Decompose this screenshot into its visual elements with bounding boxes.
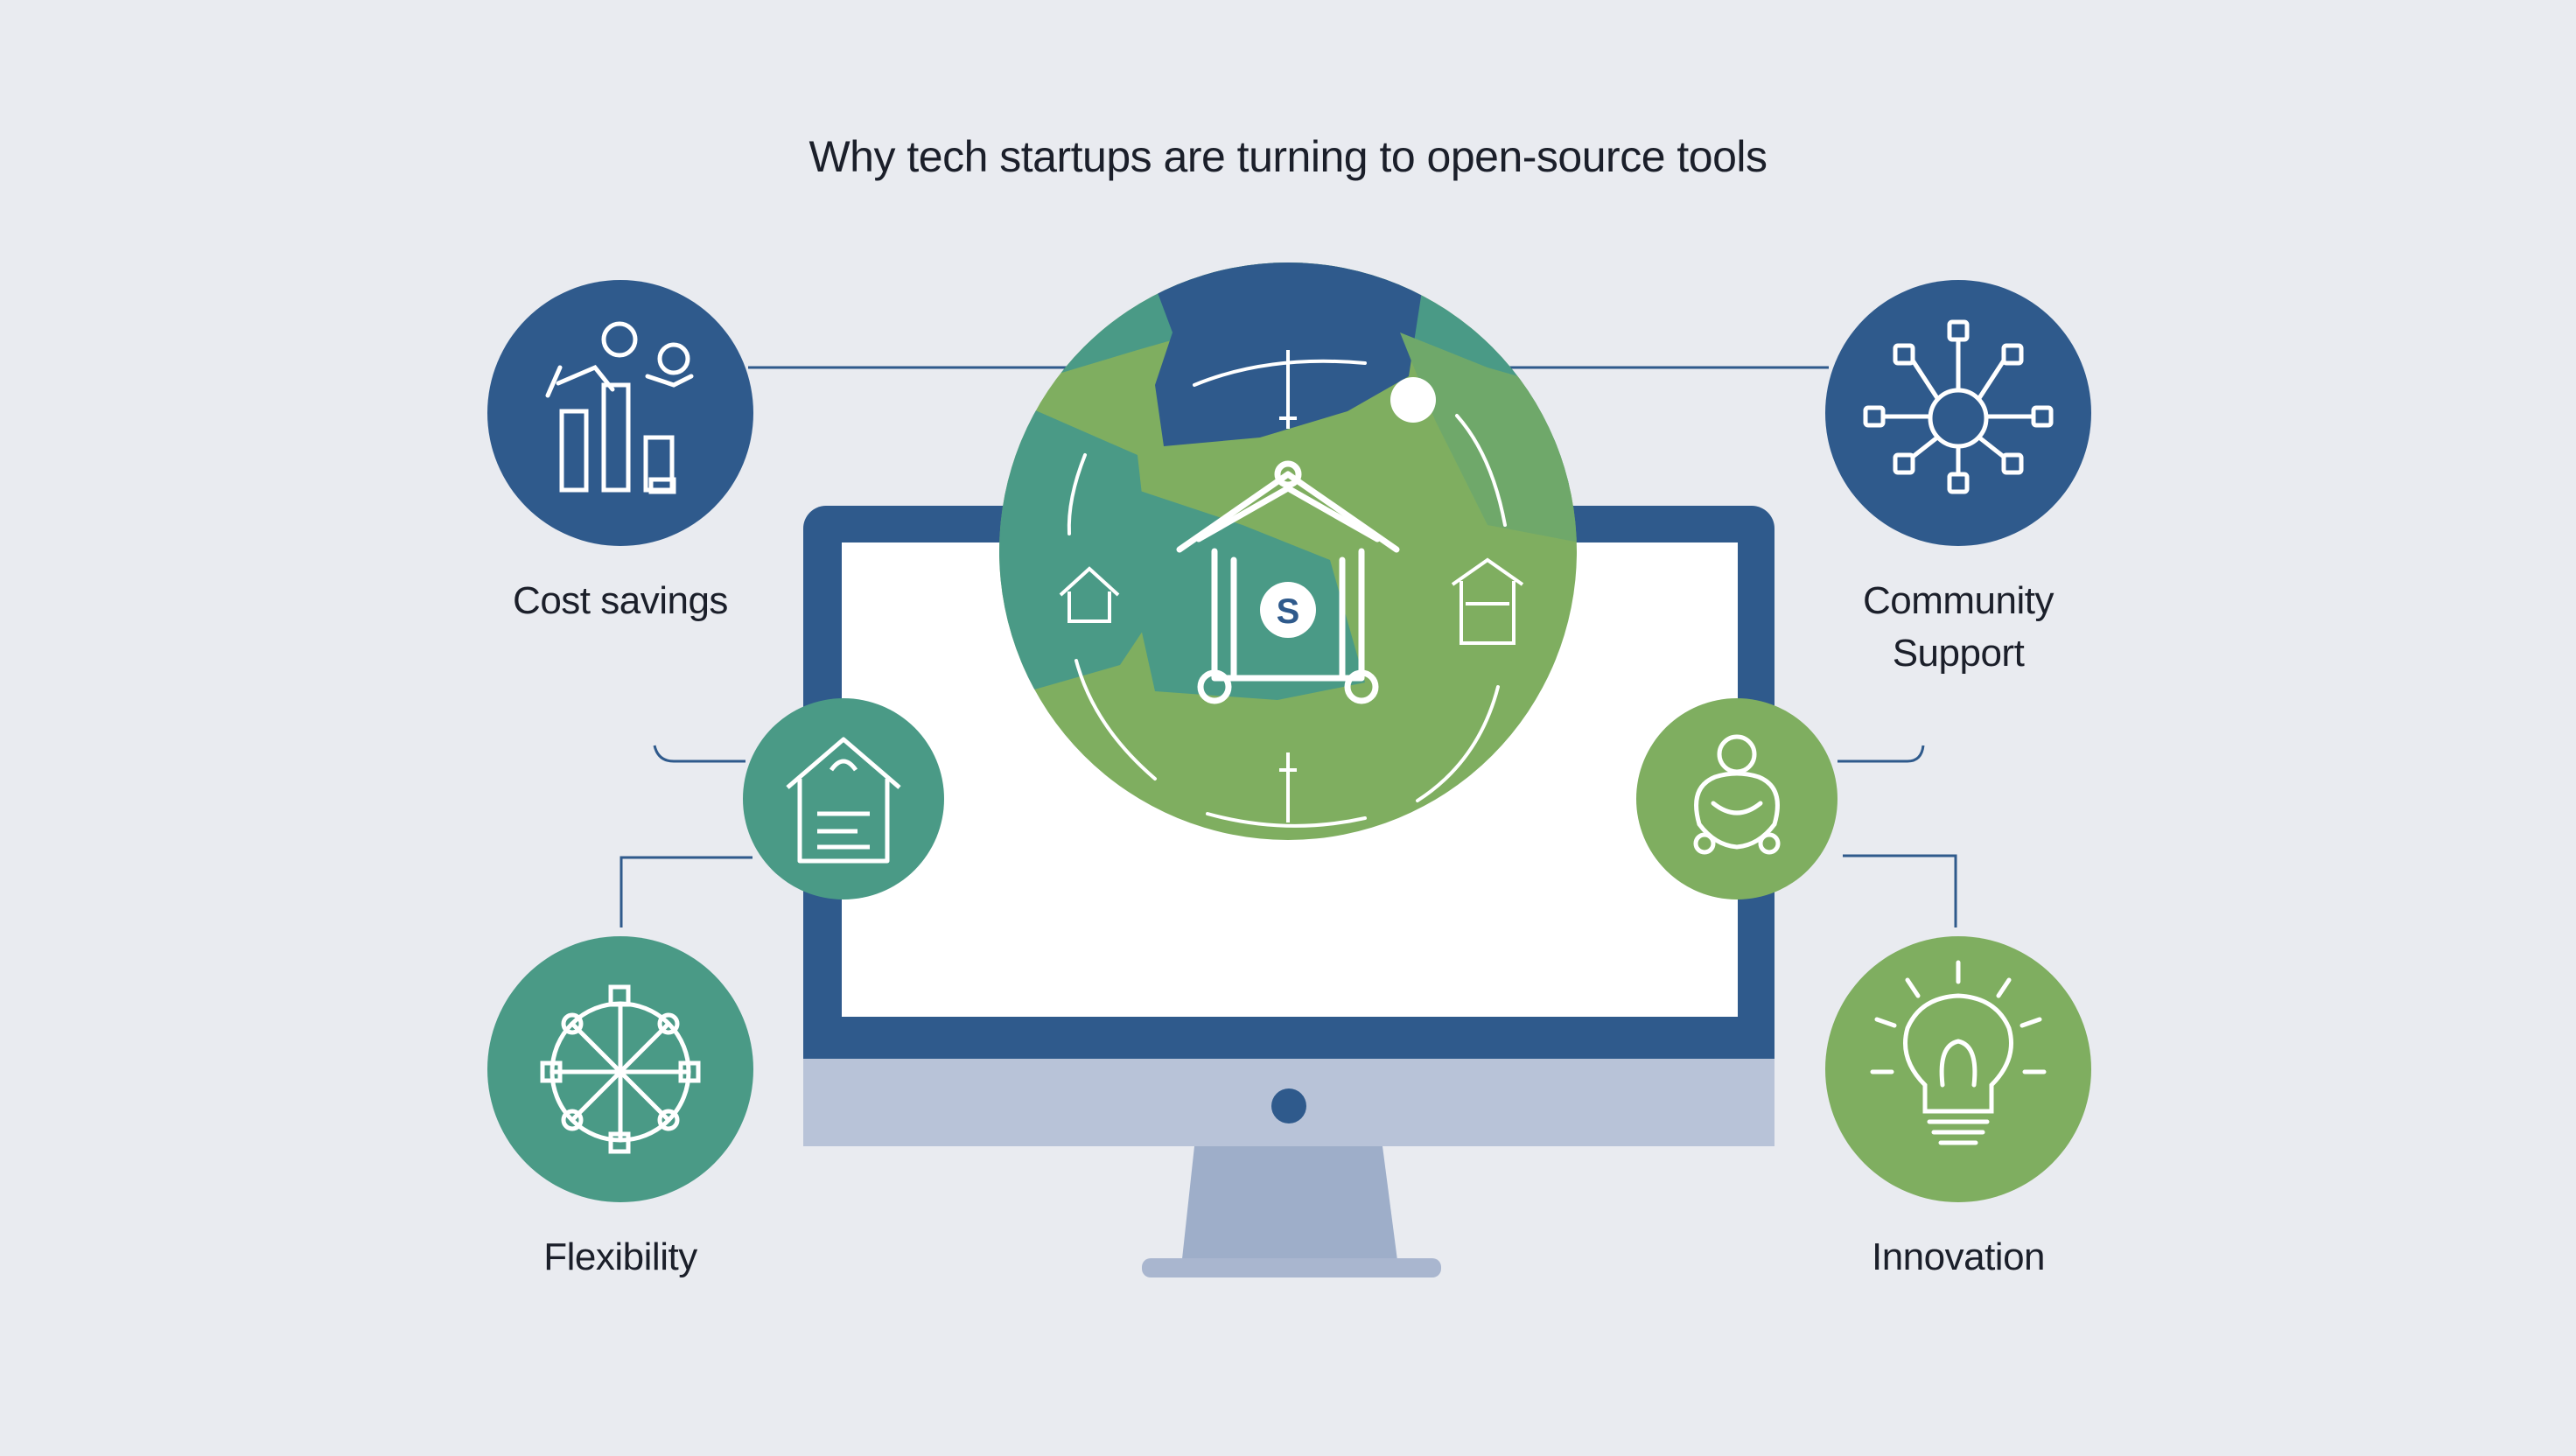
dollar-badge-letter: S <box>1277 592 1300 631</box>
flexibility-node <box>487 936 753 1202</box>
label-innovation: Innovation <box>1871 1236 2046 1278</box>
lightbulb-icon <box>1870 960 2047 1145</box>
monitor-power-button <box>1271 1088 1306 1124</box>
center-globe: S <box>999 262 1577 840</box>
label-community-line1: Community <box>1863 579 2054 622</box>
community-support-node <box>1825 280 2091 546</box>
label-cost-savings: Cost savings <box>513 579 728 622</box>
small-house-left-icon <box>1059 566 1120 623</box>
dollar-badge <box>1260 582 1316 638</box>
globe-highlight-dot <box>1390 377 1436 423</box>
open-source-house-node <box>743 698 944 900</box>
compass-marks <box>1279 350 1297 822</box>
people-chart-icon <box>545 321 694 494</box>
monitor-base <box>1142 1258 1441 1278</box>
label-flexibility: Flexibility <box>543 1236 697 1278</box>
people-group-icon <box>1693 734 1781 855</box>
house-icon <box>1176 460 1400 704</box>
network-hub-icon <box>1863 319 2054 494</box>
collaboration-node <box>1636 698 1838 900</box>
innovation-node <box>1825 936 2091 1202</box>
small-house-right-icon <box>1451 557 1524 645</box>
connector-lines <box>620 366 1957 928</box>
diagram-title: Why tech startups are turning to open-so… <box>808 132 1768 181</box>
house-code-icon <box>786 737 901 864</box>
cost-savings-node <box>487 280 753 546</box>
label-community-line2: Support <box>1892 632 2025 675</box>
connected-nodes-icon <box>540 984 701 1154</box>
monitor-stand <box>1181 1146 1398 1267</box>
